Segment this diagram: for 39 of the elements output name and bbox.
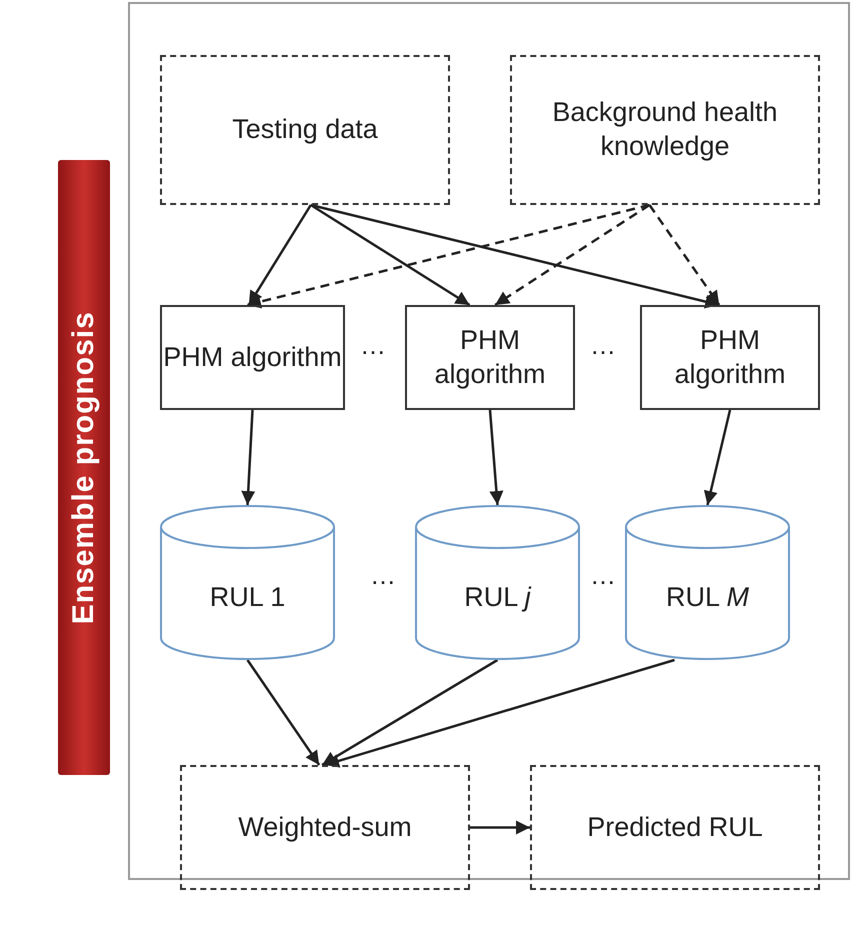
arrow <box>704 410 732 506</box>
ellipsis-text: … <box>590 330 616 361</box>
node-label: Predicted RUL <box>587 810 763 844</box>
ellipsis-text: … <box>370 560 396 591</box>
database-cylinder <box>160 505 335 660</box>
node-label: Testing data <box>232 113 378 146</box>
node-label: PHM algorithm <box>673 324 787 391</box>
node-label: PHM algorithm <box>163 340 342 374</box>
arrow <box>470 820 530 834</box>
process-box <box>640 305 820 410</box>
arrow <box>494 204 650 306</box>
arrow <box>246 204 650 308</box>
arrow <box>310 204 720 308</box>
dashed-box <box>160 55 450 205</box>
arrow <box>324 658 675 768</box>
dashed-box <box>510 55 820 205</box>
dashed-box <box>530 765 820 890</box>
node-label: RUL j <box>464 580 531 614</box>
process-box <box>160 305 345 410</box>
arrow <box>648 204 720 306</box>
arrow <box>246 659 320 766</box>
arrow <box>248 204 312 306</box>
arrow <box>241 410 256 506</box>
arrow <box>310 204 470 306</box>
title-banner <box>58 160 110 775</box>
ellipsis-text: … <box>590 560 616 591</box>
arrow <box>488 410 504 506</box>
database-cylinder <box>625 505 790 660</box>
node-label: Background health knowledge <box>551 96 779 163</box>
ellipsis-text: … <box>360 330 386 361</box>
node-label: RUL M <box>666 580 749 614</box>
node-label: PHM algorithm <box>433 324 547 391</box>
node-label: Weighted-sum <box>238 810 412 844</box>
banner-title: Ensemble prognosis <box>66 310 102 624</box>
process-box <box>405 305 575 410</box>
database-cylinder <box>415 505 580 660</box>
node-label: RUL 1 <box>210 580 286 614</box>
dashed-box <box>180 765 470 890</box>
arrow <box>321 658 498 766</box>
